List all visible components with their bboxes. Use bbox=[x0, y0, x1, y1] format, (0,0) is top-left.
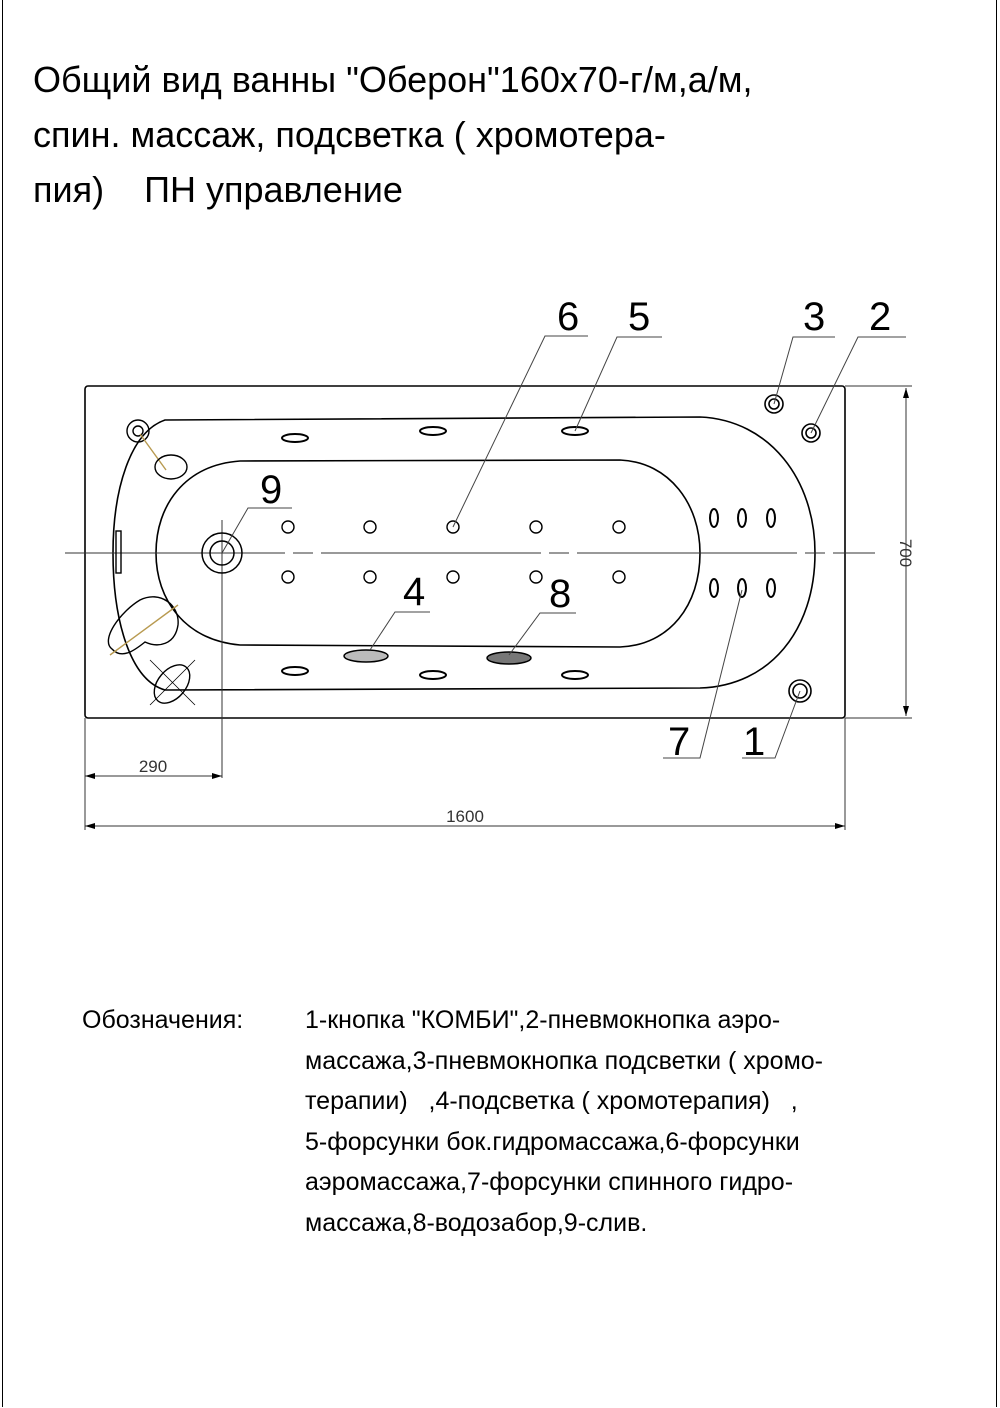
callout-7: 7 bbox=[668, 720, 690, 764]
title-line: пия) ПН управление bbox=[33, 169, 403, 210]
leader-lines bbox=[221, 335, 906, 759]
callout-1: 1 bbox=[743, 720, 765, 764]
tub-outline bbox=[84, 385, 846, 719]
title-line: Общий вид ванны "Оберон"160х70-г/м,а/м, bbox=[33, 59, 753, 100]
title-line: спин. массаж, подсветка ( хромотера- bbox=[33, 114, 666, 155]
tub-inner-bowl bbox=[155, 459, 701, 648]
callout-5: 5 bbox=[628, 295, 650, 339]
callout-2: 2 bbox=[869, 295, 891, 339]
drain-icon bbox=[201, 532, 243, 574]
legend-line: терапии) ,4-подсветка ( хромотерапия) , bbox=[305, 1087, 798, 1115]
faucet-icon bbox=[126, 419, 188, 480]
legend-line: массажа,3-пневмокнопка подсветки ( хромо… bbox=[305, 1046, 824, 1075]
callout-3: 3 bbox=[803, 295, 825, 339]
dim-arrows bbox=[85, 388, 909, 829]
light-icon bbox=[343, 649, 389, 663]
callout-6: 6 bbox=[557, 295, 579, 339]
drawing-title: Общий вид ванны "Оберон"160х70-г/м,а/м, … bbox=[33, 52, 753, 217]
legend: Обозначения: 1-кнопка "КОМБИ",2-пневмокн… bbox=[82, 1000, 823, 1243]
callout-9: 9 bbox=[260, 468, 282, 512]
legend-label: Обозначения: bbox=[82, 1006, 244, 1034]
legend-line: 5-форсунки бок.гидромассажа,6-форсунки bbox=[305, 1127, 800, 1156]
dim-700-label: 700 bbox=[896, 539, 915, 567]
legend-line: 1-кнопка "КОМБИ",2-пневмокнопка аэро- bbox=[305, 1006, 781, 1034]
back-hydro-jets bbox=[709, 508, 776, 598]
overflow-icon bbox=[115, 530, 122, 574]
handshower-icon bbox=[107, 596, 179, 655]
dim-1600-label: 1600 bbox=[446, 807, 484, 826]
aero-jets bbox=[281, 520, 626, 584]
legend-line: массажа,8-водозабор,9-слив. bbox=[305, 1208, 648, 1237]
callout-4: 4 bbox=[403, 570, 425, 614]
tub-outer-bowl bbox=[112, 416, 816, 691]
water-intake-icon bbox=[486, 651, 532, 665]
callout-8: 8 bbox=[549, 572, 571, 616]
legend-line: аэромассажа,7-форсунки спинного гидро- bbox=[305, 1168, 794, 1196]
dim-290-label: 290 bbox=[139, 757, 167, 776]
